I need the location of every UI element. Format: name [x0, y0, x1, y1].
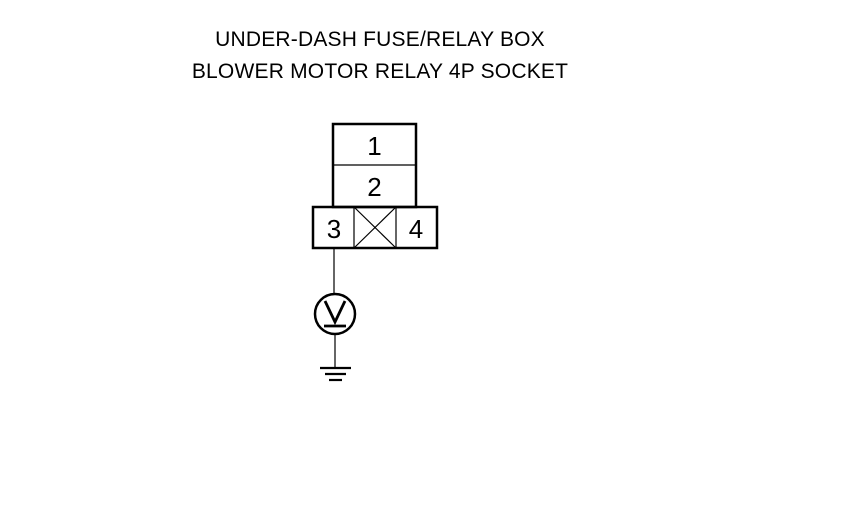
ground-icon — [320, 366, 351, 382]
unused-cavity-cross-icon — [353, 206, 397, 249]
voltmeter-icon — [313, 292, 357, 336]
pin-3-label: 3 — [327, 214, 341, 244]
pin-2-label: 2 — [367, 172, 381, 202]
pin-4-label: 4 — [409, 214, 423, 244]
diagram-title-line-2: BLOWER MOTOR RELAY 4P SOCKET — [191, 60, 569, 83]
connector-lower-block — [311, 205, 439, 250]
diagram-title-line-1: UNDER-DASH FUSE/RELAY BOX — [215, 28, 545, 51]
pin-1-label: 1 — [367, 131, 381, 161]
